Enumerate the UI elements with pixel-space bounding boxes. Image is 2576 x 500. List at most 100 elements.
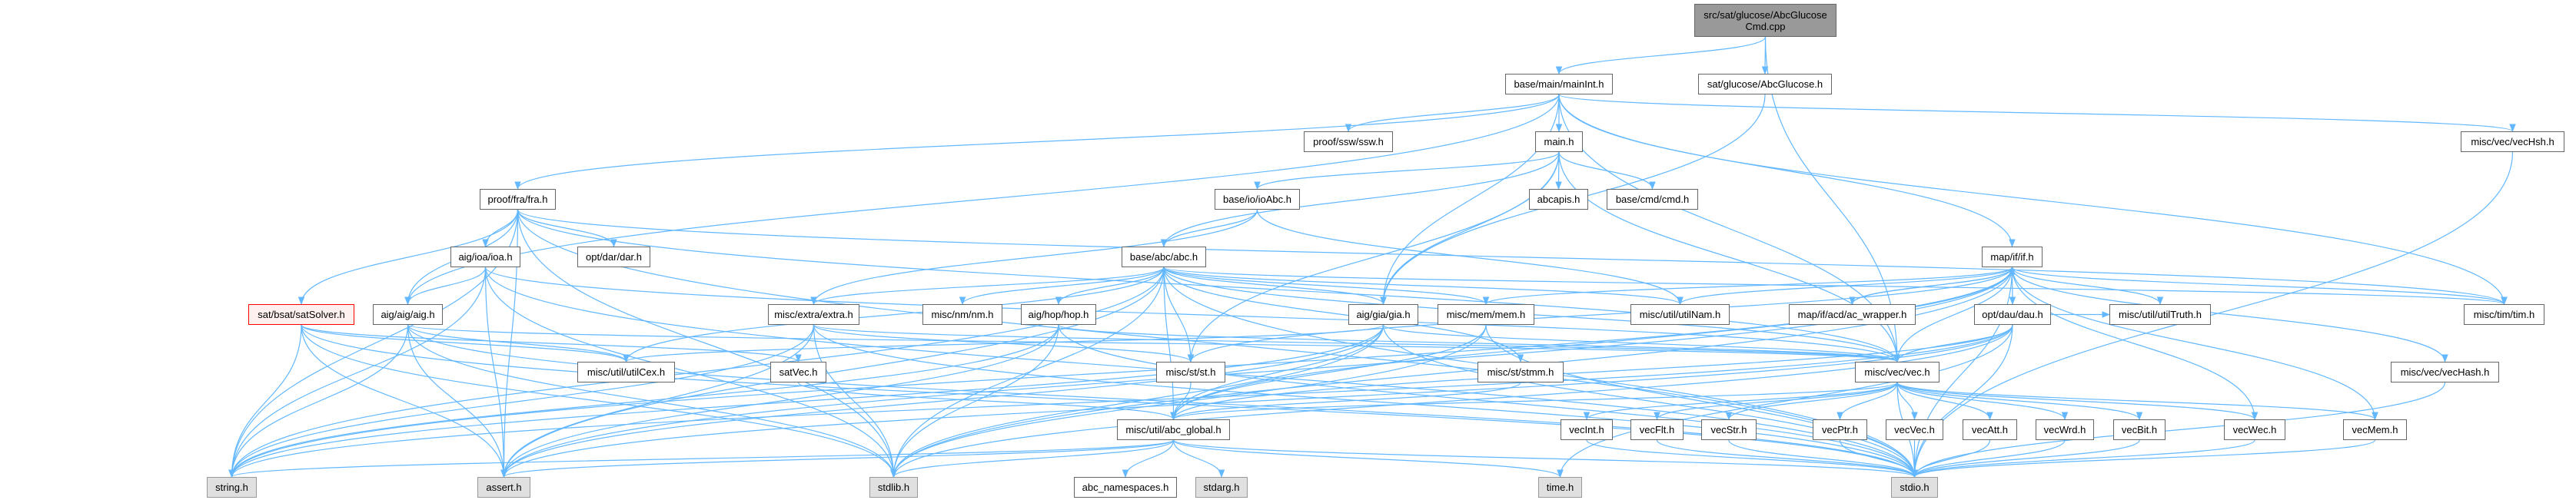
edge-dau-to-stdlib	[890, 324, 2013, 478]
edge-satSolver-to-string	[228, 324, 302, 478]
node-label: time.h	[1546, 482, 1574, 493]
node-fra[interactable]: proof/fra/fra.h	[480, 189, 556, 210]
node-label: vecFlt.h	[1639, 424, 1675, 435]
node-vecBit[interactable]: vecBit.h	[2113, 419, 2166, 440]
edge-vecFlt-to-stdio	[1656, 439, 1918, 478]
node-vecVec[interactable]: vecVec.h	[1886, 419, 1943, 440]
node-vecHsh[interactable]: misc/vec/vecHsh.h	[2461, 131, 2564, 152]
node-label: misc/tim/tim.h	[2473, 309, 2535, 320]
node-vecStr[interactable]: vecStr.h	[1701, 419, 1757, 440]
node-string[interactable]: string.h	[207, 477, 257, 498]
edge-if-to-tim	[2011, 267, 2508, 306]
node-vecHash[interactable]: misc/vec/vecHash.h	[2391, 362, 2499, 382]
edge-extra-to-vec	[813, 324, 1900, 363]
node-vecMem[interactable]: vecMem.h	[2343, 419, 2407, 440]
node-utilTruth[interactable]: misc/util/utilTruth.h	[2109, 304, 2211, 325]
edge-hop-to-stdio	[1058, 324, 1918, 478]
node-label: misc/util/utilCex.h	[587, 366, 666, 378]
node-aig[interactable]: aig/aig/aig.h	[373, 304, 443, 325]
edge-if-to-utilTruth	[2011, 267, 2164, 306]
edge-gia-to-abc_global	[1170, 324, 1384, 421]
edge-abc-to-gia	[1163, 267, 1387, 306]
node-dau[interactable]: opt/dau/dau.h	[1974, 304, 2051, 325]
node-utilNam[interactable]: misc/util/utilNam.h	[1630, 304, 1730, 325]
edge-if-to-st	[1187, 267, 2013, 363]
node-abc[interactable]: base/abc/abc.h	[1122, 247, 1206, 267]
node-label: proof/fra/fra.h	[487, 194, 548, 205]
edge-abc-to-nm	[959, 267, 1165, 306]
node-abc_namespaces[interactable]: abc_namespaces.h	[1074, 477, 1177, 498]
node-tim[interactable]: misc/tim/tim.h	[2464, 304, 2544, 325]
node-vecWec[interactable]: vecWec.h	[2224, 419, 2285, 440]
node-abcapis[interactable]: abcapis.h	[1529, 189, 1588, 210]
node-st[interactable]: misc/st/st.h	[1156, 362, 1225, 382]
node-ioa[interactable]: aig/ioa/ioa.h	[450, 247, 520, 267]
edge-if-to-stdlib	[890, 267, 2013, 478]
node-utilCex[interactable]: misc/util/utilCex.h	[577, 362, 675, 382]
node-gia[interactable]: aig/gia/gia.h	[1348, 304, 1418, 325]
node-vecAtt[interactable]: vecAtt.h	[1963, 419, 2017, 440]
node-nm[interactable]: misc/nm/nm.h	[922, 304, 1002, 325]
edge-vec-to-vecWec	[1896, 382, 2259, 421]
node-label: vecInt.h	[1569, 424, 1604, 435]
edge-fra-to-tim	[517, 209, 2508, 306]
node-main[interactable]: main.h	[1535, 131, 1583, 152]
edge-abc-to-tim	[1163, 267, 2508, 306]
edge-aig-to-assert	[407, 324, 507, 478]
node-label: misc/vec/vec.h	[1864, 366, 1930, 378]
edge-ioa-to-stdlib	[484, 267, 897, 478]
edge-main-to-cmd	[1558, 151, 1656, 190]
node-mem[interactable]: misc/mem/mem.h	[1438, 304, 1534, 325]
node-ioAbc[interactable]: base/io/ioAbc.h	[1215, 189, 1300, 210]
node-if[interactable]: map/if/if.h	[1982, 247, 2043, 267]
node-mainInt[interactable]: base/main/mainInt.h	[1505, 74, 1613, 94]
node-label: vecPtr.h	[1822, 424, 1858, 435]
edge-ioa-to-assert	[484, 267, 507, 478]
node-vecInt[interactable]: vecInt.h	[1561, 419, 1613, 440]
node-label: vecMem.h	[2352, 424, 2398, 435]
node-label: misc/mem/mem.h	[1446, 309, 1526, 320]
edge-stmm-to-abc_global	[1170, 382, 1521, 421]
edge-abc_global-to-string	[228, 439, 1175, 478]
node-extra[interactable]: misc/extra/extra.h	[768, 304, 859, 325]
edge-if-to-mem	[1482, 267, 2013, 306]
node-vecPtr[interactable]: vecPtr.h	[1813, 419, 1867, 440]
edge-extra-to-string	[228, 324, 815, 478]
node-dar[interactable]: opt/dar/dar.h	[577, 247, 650, 267]
node-hop[interactable]: aig/hop/hop.h	[1021, 304, 1096, 325]
node-assert[interactable]: assert.h	[477, 477, 530, 498]
edge-if-to-utilNam	[1677, 267, 2013, 306]
node-time[interactable]: time.h	[1538, 477, 1582, 498]
node-satVec[interactable]: satVec.h	[770, 362, 826, 382]
node-stdarg[interactable]: stdarg.h	[1195, 477, 1248, 498]
edge-gia-to-stdlib	[890, 324, 1384, 478]
node-ssw[interactable]: proof/ssw/ssw.h	[1304, 131, 1393, 152]
edge-if-to-assert	[500, 267, 2013, 478]
node-stdlib[interactable]: stdlib.h	[869, 477, 918, 498]
node-AbcGlucose[interactable]: sat/glucose/AbcGlucose.h	[1698, 74, 1832, 94]
node-cmd[interactable]: base/cmd/cmd.h	[1607, 189, 1698, 210]
node-stdio[interactable]: stdio.h	[1891, 477, 1938, 498]
node-acwrap[interactable]: map/if/acd/ac_wrapper.h	[1789, 304, 1916, 325]
edge-abc_global-to-stdlib	[890, 439, 1175, 478]
node-label: src/sat/glucose/AbcGlucose	[1703, 8, 1827, 21]
edge-fra-to-ioa	[482, 209, 519, 248]
node-label: vecAtt.h	[1972, 424, 2008, 435]
node-abc_global[interactable]: misc/util/abc_global.h	[1117, 419, 1230, 440]
node-label: main.h	[1544, 136, 1574, 147]
edge-vecWrd-to-stdio	[1911, 439, 2066, 478]
node-vec[interactable]: misc/vec/vec.h	[1855, 362, 1939, 382]
node-vecFlt[interactable]: vecFlt.h	[1630, 419, 1684, 440]
node-label: satVec.h	[779, 366, 818, 378]
edge-abc-to-st	[1163, 267, 1195, 363]
node-stmm[interactable]: misc/st/stmm.h	[1477, 362, 1564, 382]
edge-main-to-abc	[1160, 151, 1560, 248]
edge-mainInt-to-ssw	[1345, 94, 1560, 133]
edge-abc_global-to-time	[1172, 439, 1564, 478]
node-label: map/if/acd/ac_wrapper.h	[1797, 309, 1907, 320]
node-satSolver[interactable]: sat/bsat/satSolver.h	[248, 304, 354, 325]
node-vecWrd[interactable]: vecWrd.h	[2036, 419, 2094, 440]
edge-aig-to-vec	[407, 324, 1900, 363]
